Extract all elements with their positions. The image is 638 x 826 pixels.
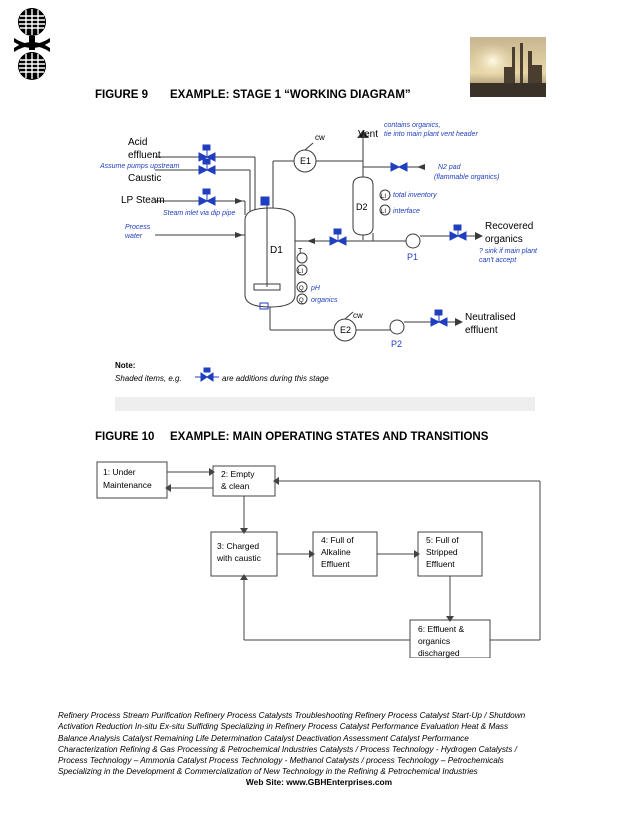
label-q2: Q — [299, 298, 304, 304]
label-neutralised: Neutralised — [465, 312, 516, 323]
label-assume-pumps: Assume pumps upstream — [99, 163, 180, 170]
footer-line-4: Characterization Refining & Gas Processi… — [58, 744, 517, 754]
state-3-line-1: 3: Charged — [217, 541, 259, 551]
label-lp-steam: LP Steam — [121, 195, 165, 206]
label-li-d1: LI — [298, 269, 303, 275]
figure9-caption: EXAMPLE: STAGE 1 “WORKING DIAGRAM” — [170, 89, 411, 101]
label-acid: Acid — [128, 137, 147, 148]
label-li-d2b: LI — [381, 209, 386, 215]
label-recovered: Recovered — [485, 221, 533, 232]
label-p1: P1 — [407, 252, 418, 262]
label-caustic: Caustic — [128, 173, 161, 184]
operating-states-diagram: 1: Under Maintenance 2: Empty & clean 3:… — [96, 461, 541, 658]
label-cw-top: cw — [315, 133, 325, 142]
label-sink-note-2: can't accept — [479, 257, 517, 264]
company-logo-icon — [14, 8, 50, 80]
footer-line-6: Specializing in the Development & Commer… — [58, 767, 478, 777]
label-t: T — [298, 248, 303, 255]
refinery-photo — [470, 37, 546, 97]
state-4-box — [312, 531, 378, 577]
state-1-line-1: 1: Under — [103, 467, 136, 477]
label-p2: P2 — [391, 339, 402, 349]
footer-line-2: Activation Reduction In-situ Ex-situ Sul… — [58, 722, 509, 732]
footer-line-1: Refinery Process Stream Purification Ref… — [58, 711, 526, 720]
label-flammable: (flammable organics) — [434, 174, 499, 181]
label-effluent: effluent — [128, 150, 161, 161]
state-3-line-2: with caustic — [216, 553, 262, 563]
label-steam-inlet: Steam inlet via dip pipe — [163, 210, 235, 217]
state-6-line-2: organics — [418, 636, 450, 646]
label-d2: D2 — [356, 202, 368, 212]
label-q1: Q — [299, 286, 304, 292]
footer-services-text: Refinery Process Stream Purification Ref… — [58, 710, 588, 778]
label-e2: E2 — [340, 325, 351, 335]
note-text-2: are additions during this stage — [222, 374, 329, 383]
state-5-line-3: Effluent — [426, 559, 455, 569]
state-4-line-2: Alkaline — [321, 547, 351, 557]
label-neutralised-effluent: effluent — [465, 325, 498, 336]
label-sink-note-1: ? sink if main plant — [479, 248, 538, 255]
state-1-line-2: Maintenance — [103, 480, 152, 490]
state-2-line-2: & clean — [221, 481, 250, 491]
label-li-d2a: LI — [381, 194, 386, 200]
state-5-line-1: 5: Full of — [426, 535, 459, 545]
state-1-box — [96, 461, 168, 499]
label-d1: D1 — [270, 245, 283, 256]
state-4-line-1: 4: Full of — [321, 535, 354, 545]
note-valve-icon — [195, 367, 219, 382]
label-vent: Vent — [358, 129, 378, 140]
figure10-caption: EXAMPLE: MAIN OPERATING STATES AND TRANS… — [170, 431, 489, 443]
label-n2-pad: N2 pad — [438, 164, 462, 171]
note-text-1: Shaded items, e.g. — [115, 374, 182, 383]
label-total-inventory: total inventory — [393, 192, 437, 199]
state-4-line-3: Effluent — [321, 559, 350, 569]
website-link[interactable]: Web Site: www.GBHEnterprises.com — [245, 777, 393, 787]
state-2-line-1: 2: Empty — [221, 469, 255, 479]
label-water: water — [125, 233, 143, 240]
state-2-box — [212, 465, 276, 497]
label-process: Process — [125, 224, 151, 231]
label-e1: E1 — [300, 156, 311, 166]
state-5-line-2: Stripped — [426, 547, 458, 557]
figure9-number: FIGURE 9 — [95, 89, 149, 101]
note-title: Note: — [115, 361, 135, 370]
label-ph: pH — [310, 285, 321, 292]
state-6-line-3: discharged — [418, 648, 460, 658]
label-interface: interface — [393, 208, 420, 215]
footer-line-5: Process Technology – Ammonia Catalyst Pr… — [58, 756, 504, 766]
footer-line-3: Balance Analysis Catalyst Remaining Life… — [58, 733, 469, 743]
label-vent-note-1: contains organics, — [384, 122, 440, 129]
label-organics: organics — [485, 234, 523, 245]
label-vent-note-2: tie into main plant vent header — [384, 131, 478, 138]
process-working-diagram: Acid effluent Caustic LP Steam cw E1 Ven… — [99, 122, 538, 411]
label-organics-q: organics — [311, 297, 338, 304]
figure10-number: FIGURE 10 — [95, 431, 155, 443]
label-cw-bottom: cw — [353, 311, 363, 320]
state-6-line-1: 6: Effluent & — [418, 624, 464, 634]
state-3-box — [210, 531, 278, 577]
